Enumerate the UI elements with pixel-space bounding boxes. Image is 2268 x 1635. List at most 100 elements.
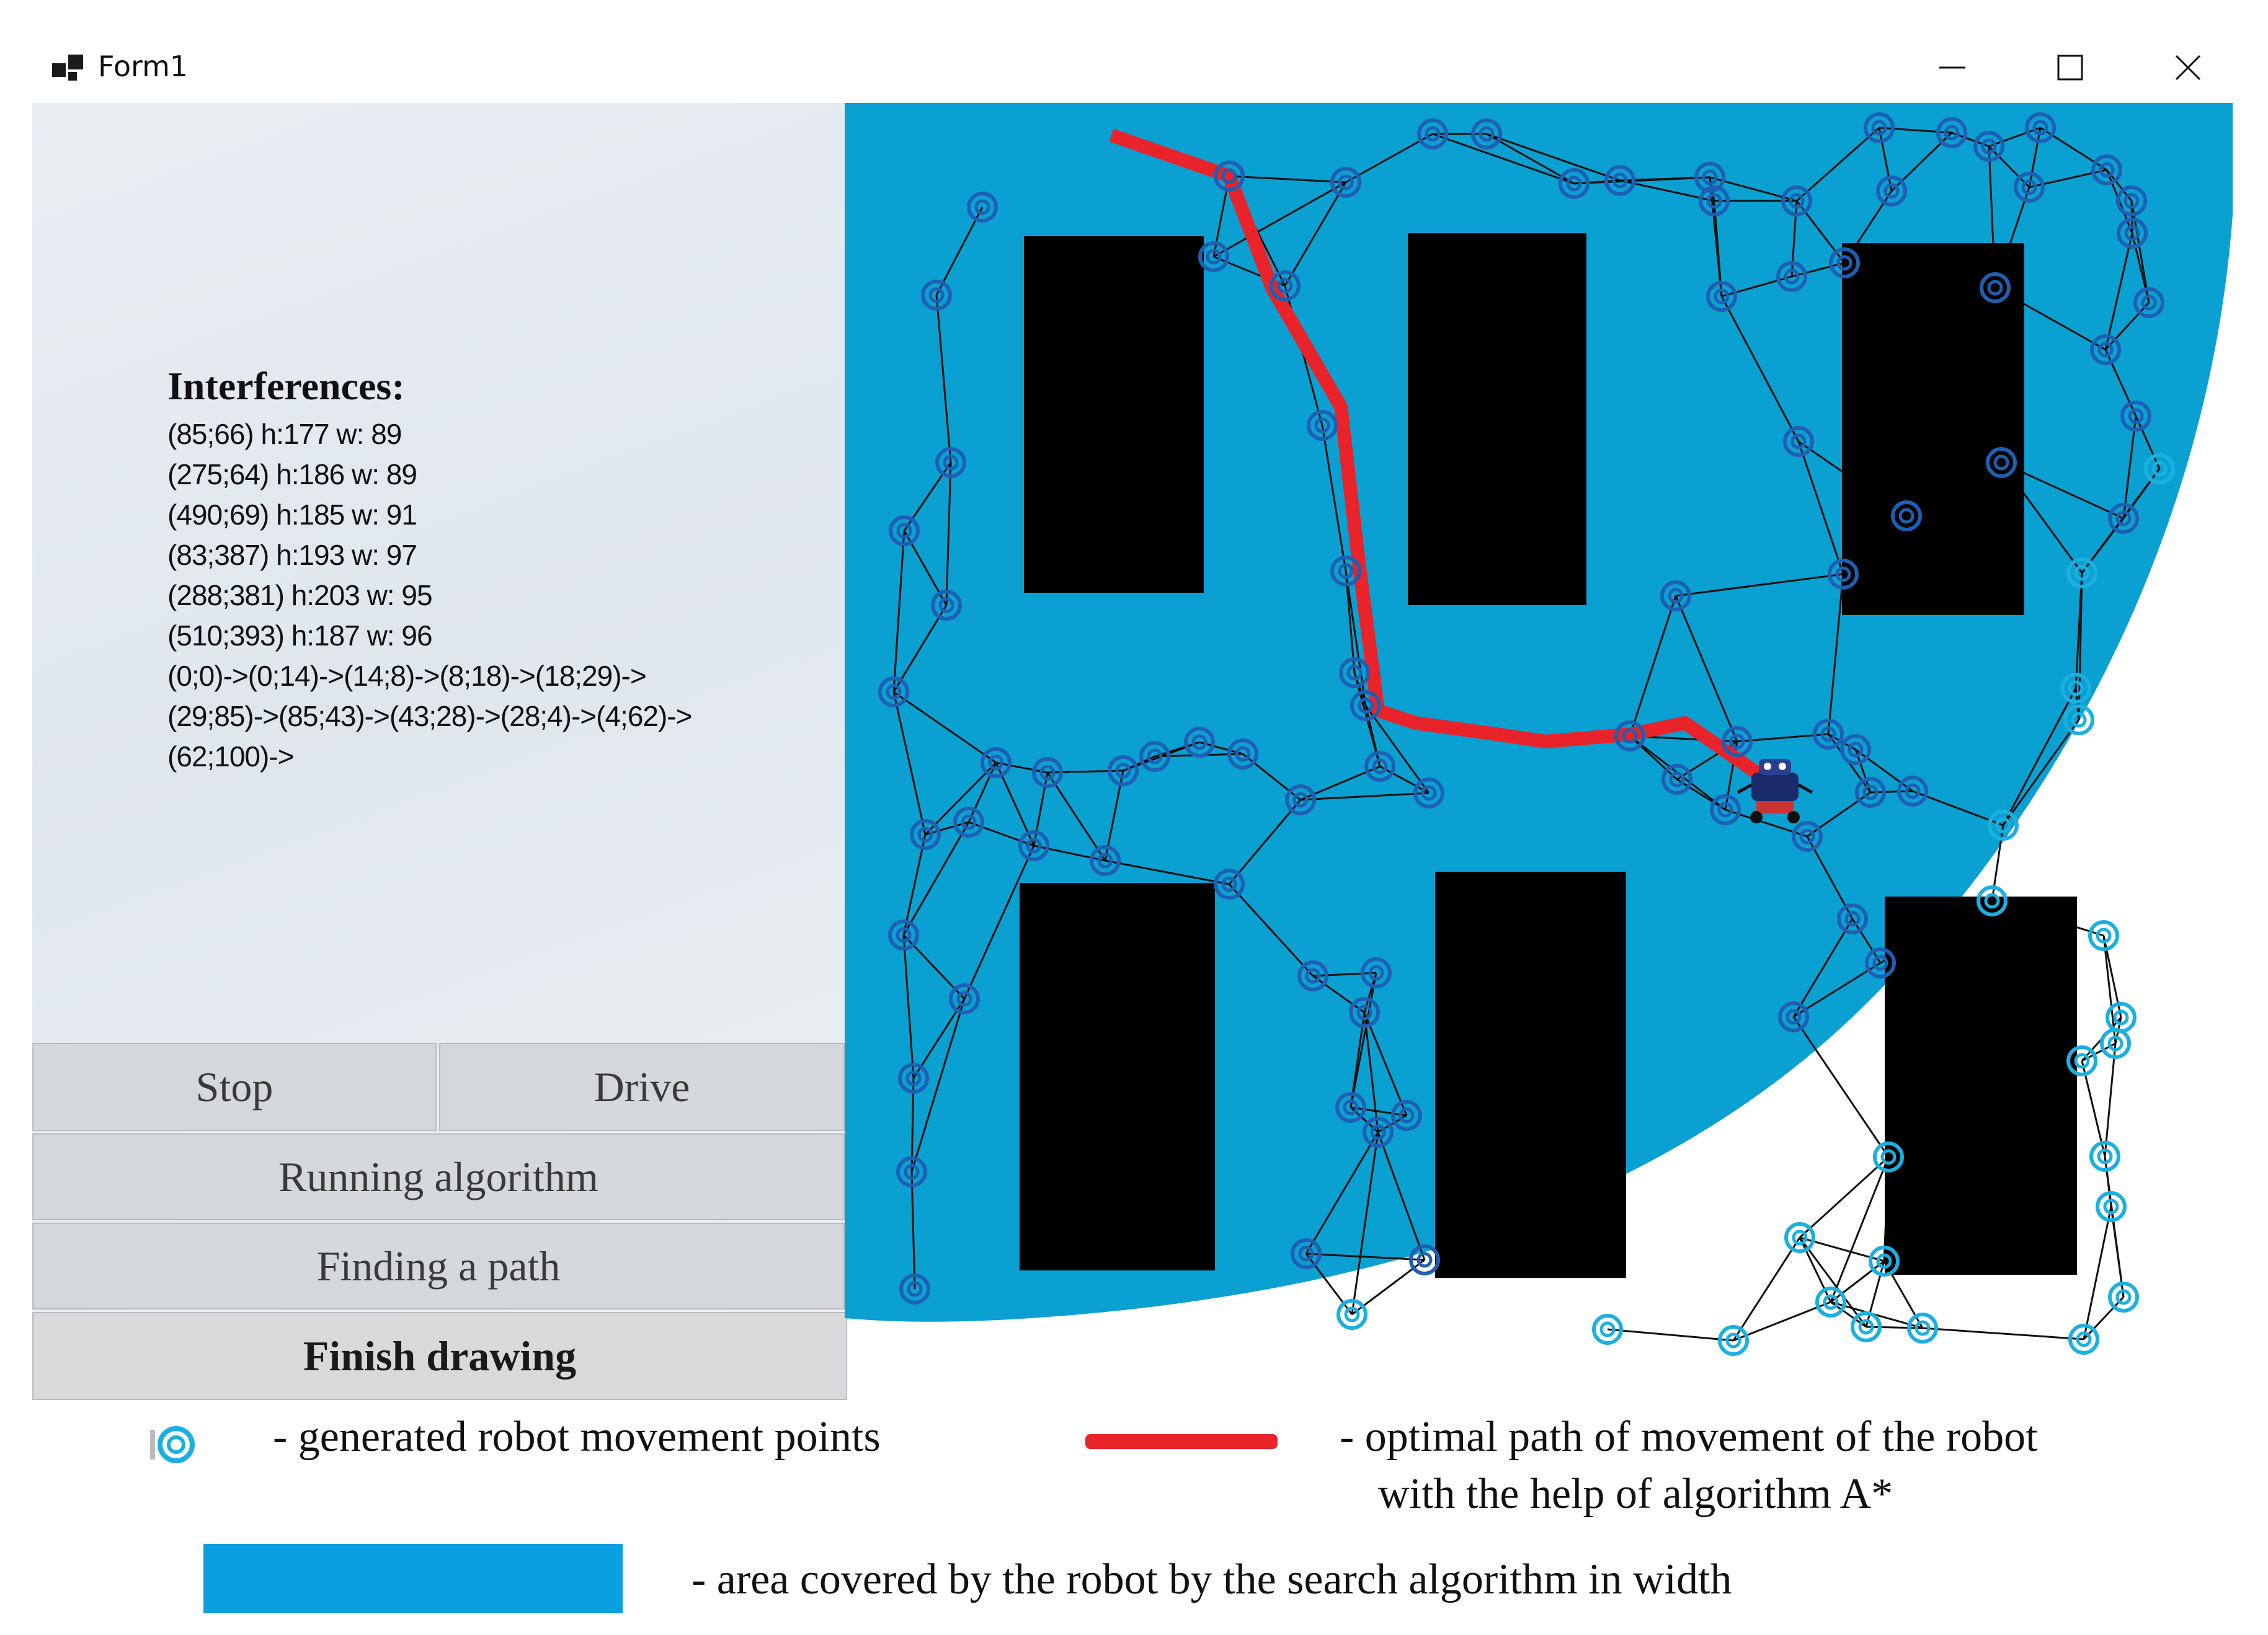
movement-point [1778, 1001, 1809, 1032]
graph-edge [1988, 126, 2041, 148]
movement-point [2066, 1045, 2097, 1076]
graph-nodes [878, 112, 2175, 1356]
graph-edge [1284, 182, 1347, 286]
drive-button[interactable]: Drive [439, 1043, 845, 1131]
robot-icon [1737, 759, 1813, 823]
movement-point [1604, 165, 1635, 196]
graph-edge [2135, 415, 2161, 469]
graph-edge [1213, 181, 1346, 258]
minimize-icon [1939, 66, 1965, 69]
legend-path-line [1085, 1434, 1278, 1449]
legend-path-text: - optimal path of movement of the robot [1340, 1413, 2038, 1461]
graph-edge [1345, 570, 1356, 673]
movement-point [1813, 719, 1844, 750]
graph-edge [1154, 741, 1200, 758]
graph-edge [902, 934, 915, 1079]
graph-edge [902, 834, 927, 936]
graph-edge [1675, 573, 1844, 597]
movement-point [2116, 185, 2147, 216]
obstacle [1408, 233, 1586, 605]
movement-point [2133, 287, 2164, 318]
movement-point [1706, 281, 1737, 312]
movement-point [2089, 1141, 2120, 1172]
maximize-button[interactable] [2014, 32, 2126, 103]
movement-point [1851, 1311, 1882, 1342]
legend-path-text-2: with the help of algorithm A* [1378, 1470, 1893, 1518]
movement-point [2090, 334, 2121, 365]
graph-edge [2028, 127, 2042, 188]
graph-edge [910, 998, 966, 1172]
movement-point [1307, 410, 1338, 441]
movement-point [1980, 272, 2011, 303]
graph-edge [1865, 1261, 1885, 1327]
graph-edge [1364, 705, 1430, 794]
graph-edge [1350, 1012, 1366, 1108]
graph-edge [1345, 133, 1433, 184]
movement-point [1198, 241, 1229, 272]
graph-edge [1799, 1237, 1867, 1327]
movement-point [888, 919, 919, 950]
movement-point [1184, 727, 1215, 758]
title-bar: Form1 [32, 32, 2233, 103]
minimize-button[interactable] [1897, 32, 2008, 103]
graph-edge [1855, 748, 1913, 792]
graph-edge [1364, 705, 1381, 767]
movement-point [1471, 118, 1502, 149]
obstacle [1842, 243, 2024, 615]
interferences-heading: Interferences: [167, 364, 405, 408]
movement-point [1837, 903, 1868, 934]
graph-edge [1830, 1301, 1923, 1329]
movement-point [2063, 704, 2094, 735]
graph-edge [1796, 126, 1880, 202]
close-icon [2175, 55, 2201, 81]
movement-point [1829, 247, 1860, 278]
interferences-info: Interferences: (85;66) h:177 w: 89 (275;… [167, 363, 692, 777]
graph-edge [2081, 468, 2161, 574]
movement-point [1699, 185, 1730, 216]
graph-edge [1799, 1156, 1890, 1239]
graph-edge [995, 761, 1048, 774]
movement-point [981, 747, 1012, 778]
graph-edge [935, 295, 952, 463]
graph-edge [1674, 595, 1738, 742]
graph-edge [1300, 792, 1430, 801]
graph-edge [1363, 1012, 1379, 1133]
movement-point [2106, 1002, 2137, 1033]
movement-point [1336, 1299, 1367, 1330]
movement-point [967, 192, 998, 223]
movement-point [878, 676, 909, 707]
movement-point [931, 590, 962, 621]
close-button[interactable] [2132, 32, 2244, 103]
graph-edge [963, 845, 1035, 999]
graph-edge [2083, 1296, 2125, 1340]
info-line: (85;66) h:177 w: 89 [167, 418, 402, 450]
finding-path-button[interactable]: Finding a path [32, 1223, 845, 1309]
graph-edge [967, 762, 997, 823]
movement-point [2096, 1191, 2127, 1222]
movement-point [2091, 154, 2122, 185]
stop-button[interactable]: Stop [32, 1043, 437, 1131]
movement-point [1977, 885, 2008, 916]
movement-point [1907, 1313, 1938, 1344]
graph-edge [1046, 772, 1106, 861]
movement-point [1660, 580, 1691, 611]
graph-edge [1799, 1237, 1832, 1303]
info-line: (29;85)->(85;43)->(43;28)->(28;4)->(4;62… [167, 700, 692, 732]
graph-edge [1922, 1327, 2084, 1340]
info-line: (83;387) h:193 w: 97 [167, 539, 417, 571]
movement-point [899, 1274, 930, 1305]
graph-edge [1988, 145, 2030, 188]
movement-point [1032, 757, 1063, 788]
movement-point [1783, 426, 1814, 457]
movement-point [1227, 738, 1258, 769]
running-algorithm-button[interactable]: Running algorithm [32, 1133, 845, 1220]
graph-edge [910, 1171, 916, 1290]
map-canvas[interactable] [845, 103, 2233, 1371]
movement-point [2068, 1324, 2099, 1355]
graph-edge [1629, 595, 1677, 737]
movement-point [1018, 830, 1049, 861]
finish-drawing-button[interactable]: Finish drawing [32, 1312, 847, 1400]
graph-edge [2081, 1060, 2106, 1157]
info-line: (510;393) h:187 w: 96 [167, 619, 433, 652]
obstacle [1020, 883, 1215, 1270]
